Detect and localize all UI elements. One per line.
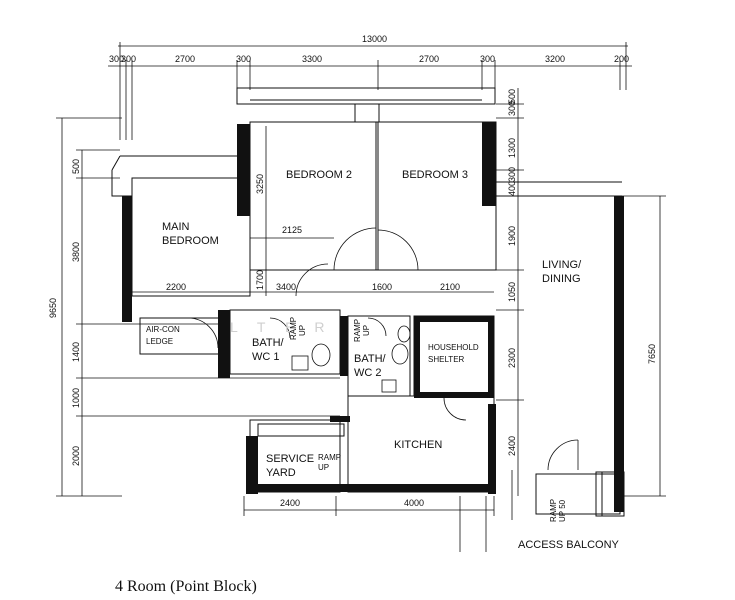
- dim-top-3: 2700: [175, 54, 195, 64]
- room-living-line1: LIVING/: [542, 259, 582, 271]
- room-shelter-line1: HOUSEHOLD: [428, 343, 479, 352]
- dim-right-7: 1050: [507, 282, 517, 302]
- ramp-service-up: UP: [318, 463, 329, 472]
- ramp-balcony-label: RAMP: [549, 499, 558, 522]
- dim-right-1: 500: [507, 89, 517, 104]
- room-shelter-line2: SHELTER: [428, 355, 465, 364]
- dim-right-3: 1300: [507, 138, 517, 158]
- dim-1600: 1600: [372, 282, 392, 292]
- dim-1700: 1700: [255, 270, 265, 290]
- room-bath2-line1: BATH/: [354, 353, 387, 365]
- room-main-bedroom-line1: MAIN: [162, 221, 190, 233]
- dim-total-right: 7650: [647, 344, 657, 364]
- room-access-balcony: ACCESS BALCONY: [518, 539, 620, 551]
- dim-3250: 3250: [255, 174, 265, 194]
- ramp-bath1-up: UP: [298, 325, 307, 336]
- dim-2400-bottom: 2400: [280, 498, 300, 508]
- dim-left-2: 3800: [71, 242, 81, 262]
- dim-top-2: 300: [121, 54, 136, 64]
- room-bedroom-2: BEDROOM 2: [286, 169, 352, 181]
- dim-total-left: 9650: [48, 298, 58, 318]
- room-living-line2: DINING: [542, 273, 581, 285]
- ramp-service-label: RAMP: [318, 453, 341, 462]
- dim-left-4: 1000: [71, 388, 81, 408]
- dim-right-9: 2400: [507, 436, 517, 456]
- door-swings: [187, 227, 579, 471]
- room-kitchen: KITCHEN: [394, 439, 442, 451]
- dim-2200: 2200: [166, 282, 186, 292]
- dim-total-top: 13000: [362, 34, 387, 44]
- dim-right-6: 1900: [507, 226, 517, 246]
- room-service-line1: SERVICE: [266, 453, 314, 465]
- room-bath1-line2: WC 1: [252, 351, 280, 363]
- room-service-line2: YARD: [266, 467, 296, 479]
- dim-right-5: 400: [507, 181, 517, 196]
- dim-top-7: 300: [480, 54, 495, 64]
- room-aircon-line2: LEDGE: [146, 337, 173, 346]
- dim-top-4: 300: [236, 54, 251, 64]
- dim-left-1: 500: [71, 159, 81, 174]
- watermark: L T E R: [230, 319, 332, 335]
- ramp-balcony-up: UP 50: [558, 499, 567, 522]
- room-aircon-line1: AIR-CON: [146, 325, 180, 334]
- dim-right-4: 300: [507, 167, 517, 182]
- dim-top-6: 2700: [419, 54, 439, 64]
- room-bath1-line1: BATH/: [252, 337, 285, 349]
- ramp-bath2-up: UP: [362, 325, 371, 336]
- dim-left-3: 1400: [71, 342, 81, 362]
- dim-right-2: 300: [507, 101, 517, 116]
- dim-2125: 2125: [282, 225, 302, 235]
- ramp-bath2-label: RAMP: [353, 319, 362, 342]
- walls-solid: [122, 122, 624, 512]
- room-bath2-line2: WC 2: [354, 367, 382, 379]
- dim-top-9: 200: [614, 54, 629, 64]
- dim-top-5: 3300: [302, 54, 322, 64]
- ramp-bath1-label: RAMP: [289, 317, 298, 340]
- room-bedroom-3: BEDROOM 3: [402, 169, 468, 181]
- dim-left-5: 2000: [71, 446, 81, 466]
- dim-top-1: 300: [109, 54, 124, 64]
- plan-caption: 4 Room (Point Block): [115, 578, 257, 595]
- dim-3400: 3400: [276, 282, 296, 292]
- dim-right-8: 2300: [507, 348, 517, 368]
- walls-outline: [111, 87, 625, 517]
- dimension-lines: [56, 42, 666, 552]
- fixtures: [291, 325, 411, 393]
- room-main-bedroom-line2: BEDROOM: [162, 235, 219, 247]
- dim-2100: 2100: [440, 282, 460, 292]
- dim-top-8: 3200: [545, 54, 565, 64]
- dim-4000-bottom: 4000: [404, 498, 424, 508]
